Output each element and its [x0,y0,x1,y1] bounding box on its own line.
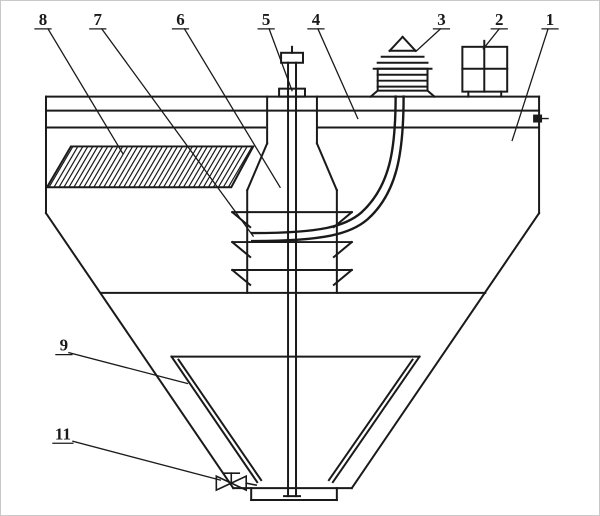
bottom-outlet [250,487,338,502]
leader-lines [47,27,549,481]
feedwell-column [245,95,339,294]
callout-labels: 8 7 6 5 4 3 2 1 9 11 [39,10,554,443]
callout-1-label: 1 [546,10,554,29]
callout-underlines [34,28,559,444]
callout-4-label: 4 [312,10,321,29]
callout-3-label: 3 [437,10,445,29]
callout-7-label: 7 [94,10,103,29]
hatched-grate [45,145,255,189]
side-port [533,114,549,123]
callout-2-label: 2 [495,10,503,29]
feed-pipe [250,95,405,243]
motor-assembly [369,35,436,99]
central-shaft [278,45,306,498]
inner-cone [170,355,421,484]
vessel-outline [44,95,541,490]
hatch-lines [48,145,254,189]
feed-box [461,39,509,98]
discharge-valve [215,472,258,492]
callout-8-label: 8 [39,10,47,29]
callout-9-label: 9 [60,336,68,355]
callout-11-label: 11 [55,424,71,443]
deflector-cones [230,210,354,287]
callout-5-label: 5 [262,10,270,29]
callout-6-label: 6 [176,10,184,29]
